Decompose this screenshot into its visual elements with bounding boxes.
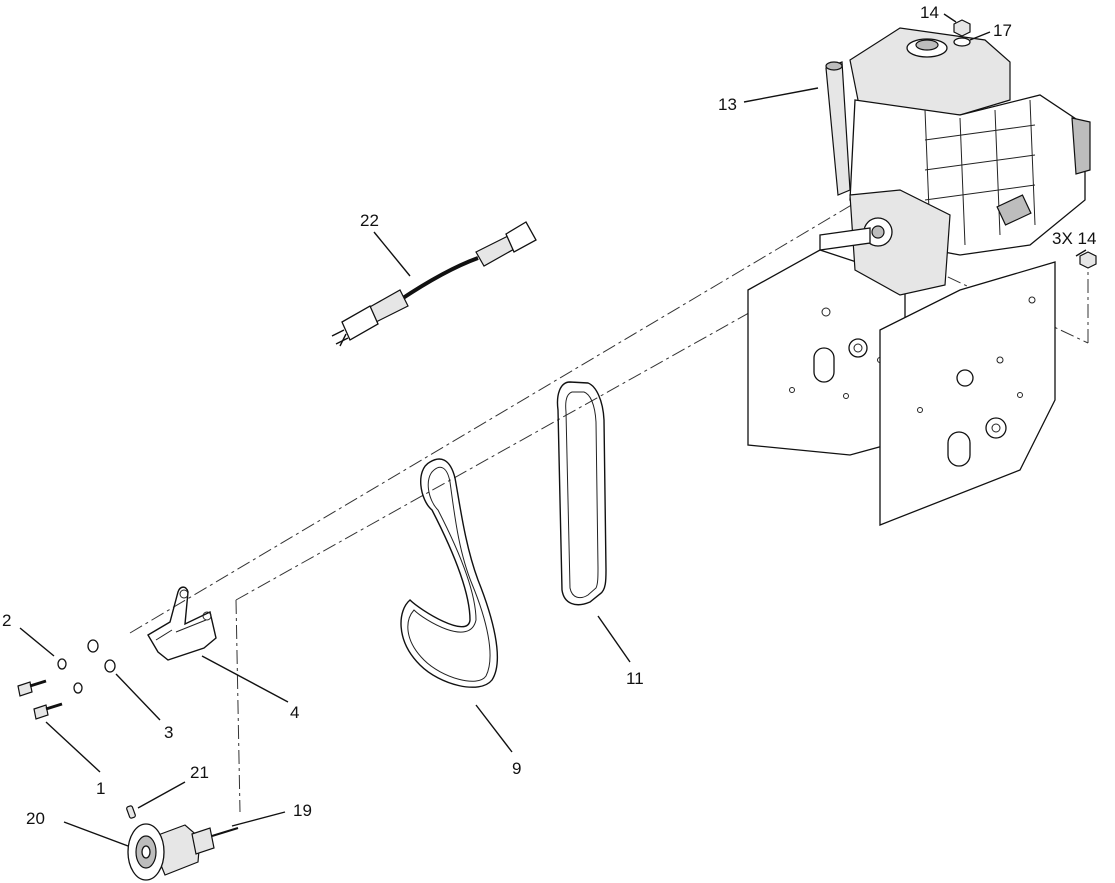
callout-20: 20	[26, 809, 45, 828]
callout-labels: 1 2 3 4 9 11 13 14 3X 14 17 19 20 21 22	[2, 3, 1096, 828]
alignment-lines	[129, 199, 1089, 813]
mounting-plate-rear	[747, 249, 906, 456]
callout-13: 13	[718, 95, 737, 114]
engine	[819, 27, 1091, 296]
callout-22: 22	[360, 211, 379, 230]
callout-11: 11	[626, 669, 644, 688]
belt-11	[556, 381, 607, 606]
woodruff-key	[126, 805, 136, 819]
callout-3: 3	[164, 723, 173, 742]
top-nut-and-washer	[953, 19, 971, 47]
extension-cord	[331, 221, 537, 347]
callout-1: 1	[96, 779, 105, 798]
leader-lines	[19, 13, 1087, 847]
callout-2: 2	[2, 611, 11, 630]
belt-9	[400, 458, 499, 688]
belt-guide-bracket	[147, 586, 217, 661]
callout-9: 9	[512, 759, 521, 778]
callout-19: 19	[293, 801, 312, 820]
pulley	[127, 823, 239, 881]
callout-14-top: 14	[920, 3, 939, 22]
side-nut	[1079, 251, 1097, 269]
callout-17: 17	[993, 21, 1012, 40]
callout-3x-14: 3X 14	[1052, 229, 1096, 248]
callout-4: 4	[290, 703, 299, 722]
fasteners	[17, 639, 116, 720]
callout-21: 21	[190, 763, 209, 782]
mounting-plate-front	[879, 261, 1056, 526]
